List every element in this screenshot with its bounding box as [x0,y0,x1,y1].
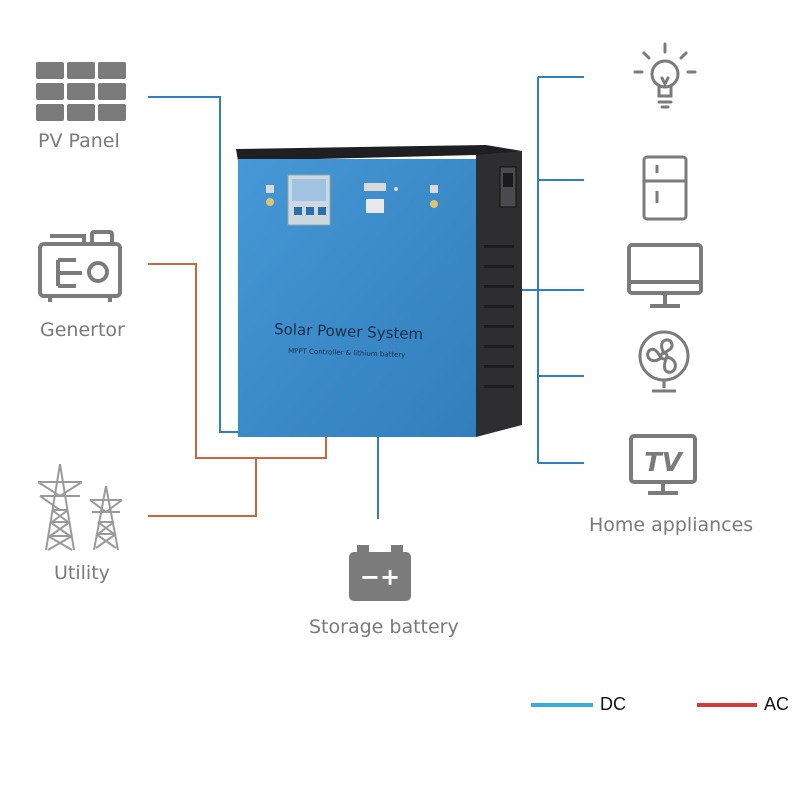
battery-icon: −+ [349,545,411,601]
home-appliances-label: Home appliances [589,514,754,536]
utility-label: Utility [54,562,110,584]
battery-symbol: −+ [360,563,400,591]
generator-label: Genertor [40,319,125,341]
legend-dc-label: DC [600,694,626,714]
storage-battery-label: Storage battery [309,616,459,638]
legend-ac-label: AC [764,694,790,714]
tv-icon: TV [629,434,697,495]
pv-panel-label: PV Panel [38,130,120,152]
generator-ac-line [148,263,327,459]
generator-icon [38,230,122,302]
solar-power-system-unit: Solar Power System MPPT Controller & lit… [236,145,522,437]
device-title: Solar Power System [274,320,424,343]
fridge-icon [642,155,688,221]
fan-icon [638,330,690,393]
utility-ac-line [148,458,257,517]
tv-text: TV [644,448,684,478]
monitor-icon [627,243,703,308]
legend-dc-swatch [531,703,593,707]
light-bulb-icon [633,42,697,109]
power-tower-icon [37,463,123,551]
legend-ac-swatch [697,703,757,707]
solar-panel-icon [36,62,126,121]
